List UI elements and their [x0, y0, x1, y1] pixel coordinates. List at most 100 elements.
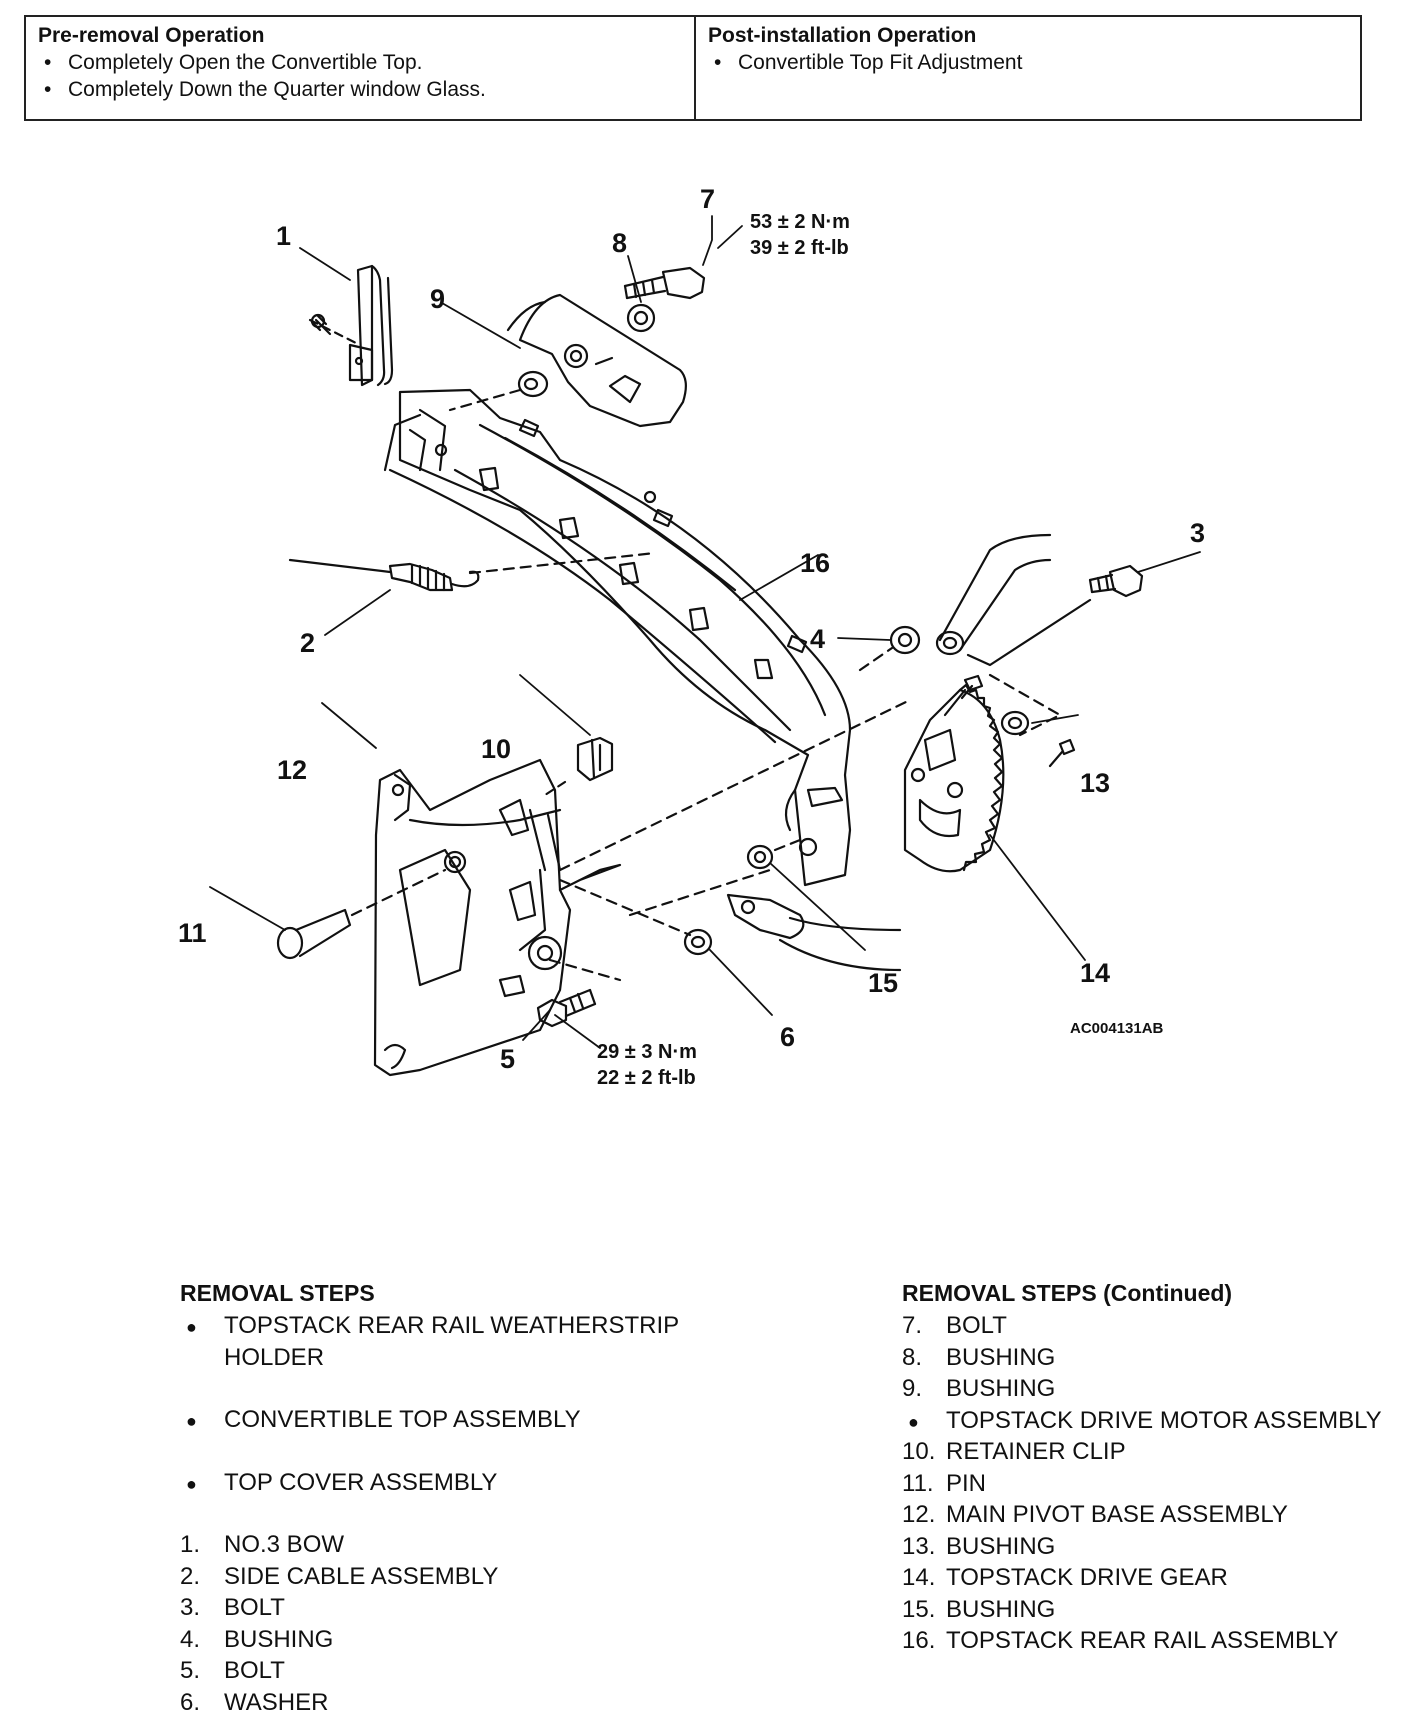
- step-number: 9.: [902, 1375, 923, 1402]
- step-label: MAIN PIVOT BASE ASSEMBLY: [946, 1501, 1288, 1528]
- step-label: WASHER: [224, 1688, 329, 1716]
- retainer-clip-drawing: [543, 736, 614, 797]
- bolt-7-drawing: [623, 266, 706, 300]
- removal-steps-title: REMOVAL STEPS: [180, 1280, 375, 1306]
- numbered-step: 13. BUSHING: [902, 1531, 1402, 1563]
- torque-bolt5-ftlb: 22 ± 2 ft-lb: [597, 1067, 696, 1089]
- link-arm-drawing: [935, 533, 1092, 667]
- leader-lines: [209, 215, 1201, 1049]
- torque-bolt5-nm: 29 ± 3 N·m: [597, 1041, 697, 1063]
- no3-bow-drawing: [308, 264, 394, 387]
- post-installation-item: Convertible Top Fit Adjustment: [708, 49, 1348, 76]
- gear-screws-drawing: [960, 673, 1076, 768]
- callout-10: 10: [481, 734, 511, 764]
- bushing-13-drawing: [1000, 710, 1030, 736]
- callout-7: 7: [700, 184, 715, 214]
- numbered-step: 7. BOLT: [902, 1310, 1402, 1342]
- step-number: 1.: [180, 1531, 201, 1558]
- callout-5: 5: [500, 1044, 515, 1074]
- callout-9: 9: [430, 284, 445, 314]
- diagram-canvas: 1 2 3 4 5 6 7 8 9 10 11 12 13 14 15 16 5…: [178, 184, 1205, 1089]
- washer-6-drawing: [683, 928, 713, 956]
- removal-steps-continued-title: REMOVAL STEPS (Continued): [902, 1280, 1233, 1306]
- step-number: 2.: [180, 1562, 201, 1590]
- numbered-step: 3. BOLT: [180, 1592, 740, 1624]
- step-label: PIN: [946, 1469, 987, 1497]
- numbered-step: 2. SIDE CABLE ASSEMBLY: [180, 1561, 740, 1593]
- bullet-step: ● CONVERTIBLE TOP ASSEMBLY: [180, 1404, 740, 1436]
- step-number: 10.: [902, 1438, 936, 1465]
- side-cable-drawing: [288, 551, 657, 592]
- torque-bolt7-nm: 53 ± 2 N·m: [750, 211, 850, 233]
- bullet-icon: ●: [908, 1411, 919, 1432]
- callout-16: 16: [800, 548, 830, 578]
- topstack-drive-gear-drawing: [903, 683, 1005, 873]
- bolt-5-drawing: [536, 958, 622, 1028]
- torque-bolt7-ftlb: 39 ± 2 ft-lb: [750, 237, 849, 259]
- step-label: TOPSTACK DRIVE GEAR: [946, 1564, 1228, 1591]
- numbered-step: 11. PIN: [902, 1468, 1402, 1500]
- step-number: 11.: [902, 1469, 934, 1497]
- pre-removal-item: Completely Down the Quarter window Glass…: [38, 76, 682, 103]
- callout-14: 14: [1080, 958, 1110, 988]
- callout-11: 11: [178, 918, 207, 948]
- figure-id: AC004131AB: [1070, 1020, 1164, 1037]
- post-installation-title: Post-installation Operation: [708, 24, 977, 47]
- lower-link-drawing: [558, 878, 902, 972]
- callout-1: 1: [276, 221, 291, 251]
- step-number: 8.: [902, 1343, 923, 1371]
- numbered-step: 14. TOPSTACK DRIVE GEAR: [902, 1562, 1402, 1594]
- step-number: 3.: [180, 1594, 201, 1621]
- removal-steps-left: REMOVAL STEPS ● TOPSTACK REAR RAIL WEATH…: [180, 1278, 740, 1718]
- bushing-15-drawing: [746, 844, 774, 870]
- step-label: BUSHING: [946, 1532, 1056, 1560]
- step-number: 5.: [180, 1657, 201, 1684]
- bullet-icon: ●: [186, 1473, 197, 1494]
- topstack-rear-rail-drawing: [383, 388, 852, 887]
- step-label: CONVERTIBLE TOP ASSEMBLY: [224, 1406, 581, 1433]
- callout-8: 8: [612, 228, 627, 258]
- step-label: BUSHING: [946, 1595, 1056, 1623]
- step-number: 6.: [180, 1688, 201, 1716]
- main-pivot-base-drawing: [373, 758, 622, 1077]
- exploded-view-diagram: 1 2 3 4 5 6 7 8 9 10 11 12 13 14 15 16 5…: [0, 170, 1408, 1210]
- step-number: 13.: [902, 1532, 936, 1560]
- callout-3: 3: [1190, 518, 1205, 548]
- upper-bracket-drawing: [506, 293, 687, 428]
- step-number: 14.: [902, 1564, 936, 1591]
- bullet-step: ● TOPSTACK REAR RAIL WEATHERSTRIP HOLDER: [180, 1310, 740, 1373]
- callout-2: 2: [300, 628, 315, 658]
- bullet-step: ● TOPSTACK DRIVE MOTOR ASSEMBLY: [902, 1405, 1402, 1437]
- step-number: 4.: [180, 1625, 201, 1653]
- bushing-8-drawing: [626, 303, 656, 333]
- pre-removal-section: Pre-removal Operation Completely Open th…: [26, 17, 696, 119]
- numbered-step: 1. NO.3 BOW: [180, 1529, 740, 1561]
- step-label: BUSHING: [224, 1625, 334, 1653]
- removal-steps-right: REMOVAL STEPS (Continued) 7. BOLT 8. BUS…: [902, 1278, 1402, 1657]
- callout-4: 4: [810, 624, 825, 654]
- step-label: RETAINER CLIP: [946, 1438, 1126, 1465]
- callout-6: 6: [780, 1022, 795, 1052]
- numbered-step: 15. BUSHING: [902, 1594, 1402, 1626]
- step-label: BOLT: [224, 1594, 285, 1621]
- step-number: 15.: [902, 1595, 936, 1623]
- step-number: 7.: [902, 1312, 923, 1339]
- step-label: BOLT: [946, 1312, 1007, 1339]
- pre-removal-item: Completely Open the Convertible Top.: [38, 49, 682, 76]
- step-label: BUSHING: [946, 1375, 1056, 1402]
- callout-15: 15: [868, 968, 898, 998]
- step-label: BUSHING: [946, 1343, 1056, 1371]
- numbered-step: 6. WASHER: [180, 1687, 740, 1719]
- callout-13: 13: [1080, 768, 1110, 798]
- numbered-step: 12. MAIN PIVOT BASE ASSEMBLY: [902, 1499, 1402, 1531]
- numbered-step: 9. BUSHING: [902, 1373, 1402, 1405]
- step-label: NO.3 BOW: [224, 1531, 345, 1558]
- pre-removal-title: Pre-removal Operation: [38, 24, 265, 47]
- bullet-step: ● TOP COVER ASSEMBLY: [180, 1467, 740, 1499]
- numbered-step: 8. BUSHING: [902, 1342, 1402, 1374]
- step-number: 16.: [902, 1627, 936, 1654]
- bushing-4-drawing: [889, 625, 921, 655]
- step-label: TOP COVER ASSEMBLY: [224, 1468, 498, 1496]
- step-label: TOPSTACK DRIVE MOTOR ASSEMBLY: [946, 1406, 1382, 1434]
- bolt-3-drawing: [1088, 564, 1144, 598]
